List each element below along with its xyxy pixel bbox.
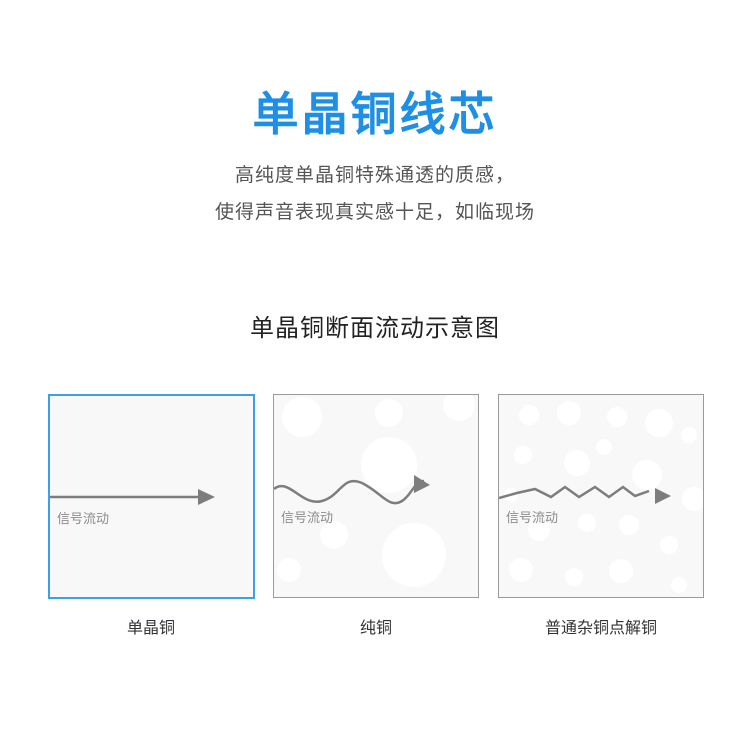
crystal-grains — [277, 395, 475, 587]
arrow-head-icon — [414, 475, 430, 493]
zigzag-flow-line — [499, 485, 650, 500]
panel-single-crystal-copper: 信号流动 — [48, 394, 255, 599]
impurity-dots — [504, 401, 703, 593]
arrow-head-icon — [655, 488, 671, 504]
panel-mixed-copper: 信号流动 — [498, 394, 704, 598]
caption-mixed-copper: 普通杂铜点解铜 — [544, 618, 657, 637]
page-title: 单晶铜线芯 — [252, 87, 498, 141]
flow-label: 信号流动 — [281, 511, 334, 526]
caption-pure-copper: 纯铜 — [359, 618, 392, 637]
straight-flow-diagram — [50, 489, 215, 505]
wavy-flow-line — [274, 479, 425, 505]
subtitle-line-2: 使得声音表现真实感十足，如临现场 — [214, 201, 535, 223]
section-title: 单晶铜断面流动示意图 — [250, 314, 500, 342]
wavy-flow-diagram — [274, 395, 475, 587]
flow-label: 信号流动 — [506, 511, 559, 526]
panel-pure-copper: 信号流动 — [273, 394, 479, 598]
subtitle-line-1: 高纯度单晶铜特殊通透的质感， — [234, 164, 515, 186]
zigzag-flow-diagram — [499, 401, 703, 593]
caption-single-crystal-copper: 单晶铜 — [126, 618, 175, 637]
flow-label: 信号流动 — [57, 512, 110, 527]
arrow-head-icon — [198, 489, 215, 505]
